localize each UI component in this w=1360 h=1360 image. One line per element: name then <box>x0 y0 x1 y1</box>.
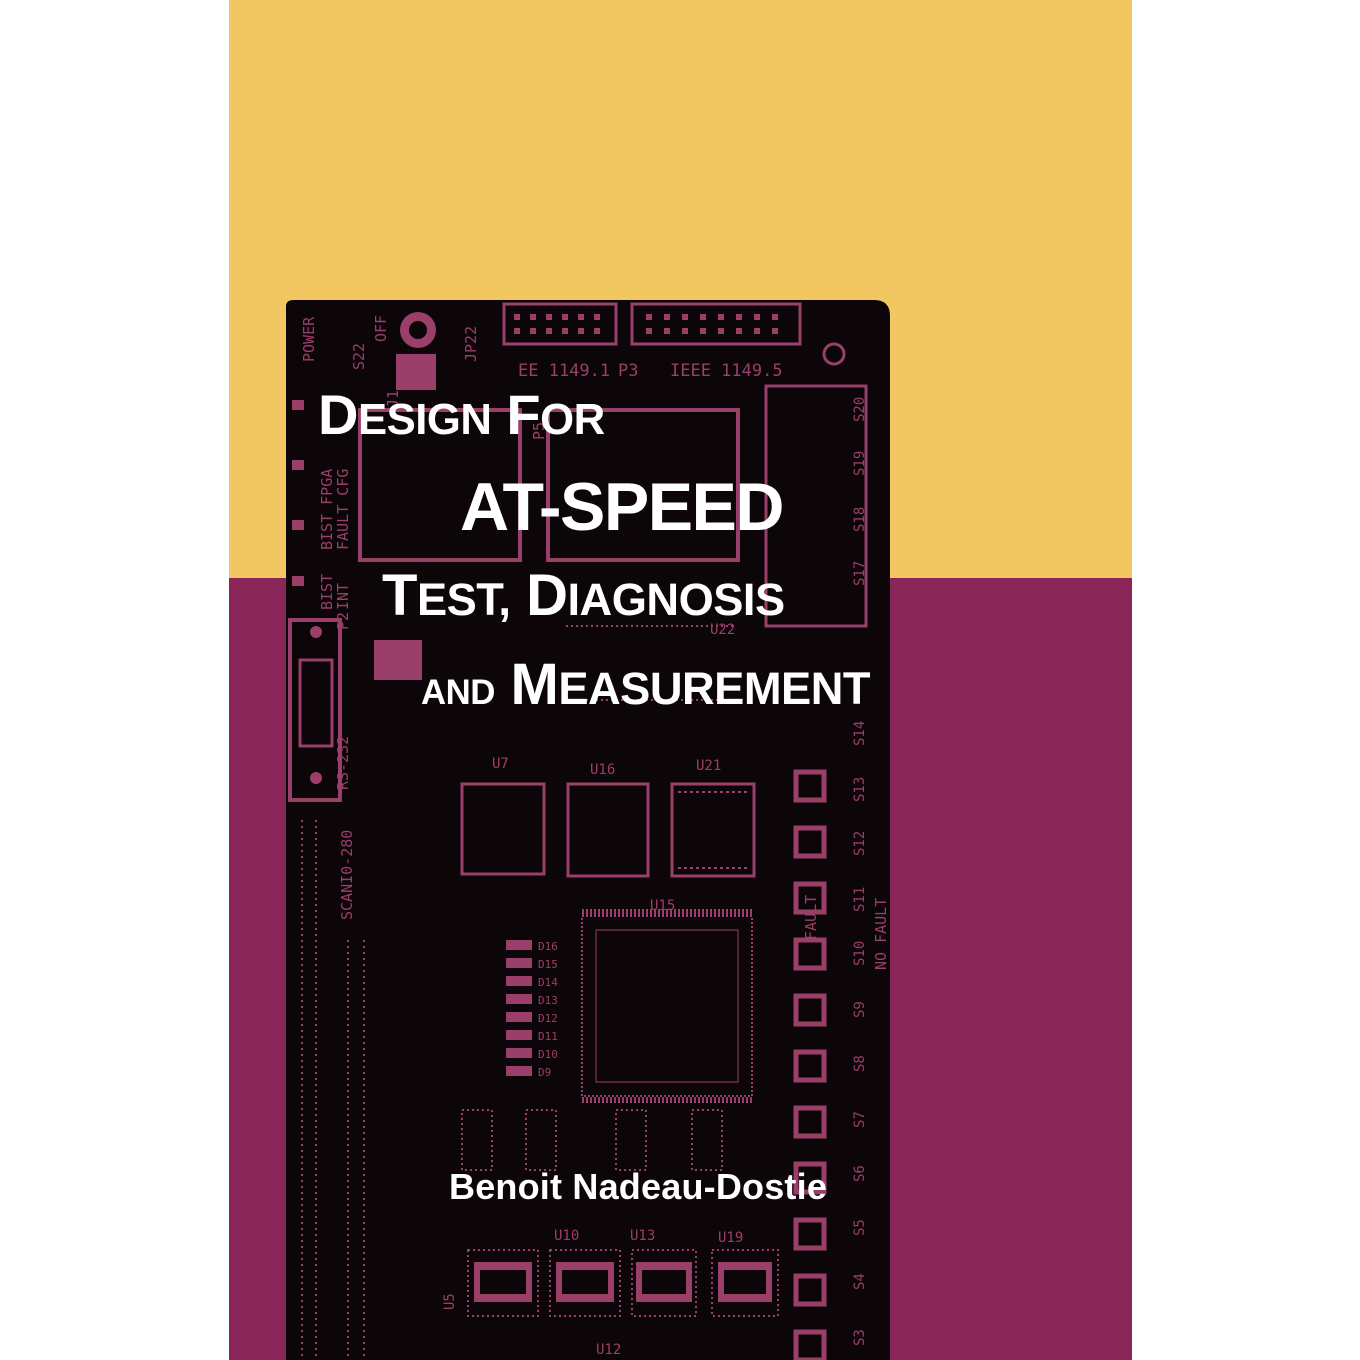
label-s11: S11 <box>852 887 868 912</box>
label-u21: U21 <box>696 758 721 774</box>
board-body <box>286 300 890 1360</box>
chip-u7 <box>460 782 546 876</box>
title-line-4: AND MEASUREMENT <box>421 652 871 717</box>
label-s8: S8 <box>852 1055 868 1072</box>
chip-small-p2 <box>374 640 422 680</box>
label-p5: P5 <box>530 422 548 440</box>
label-int: INT <box>334 583 352 610</box>
label-u22: U22 <box>710 622 735 638</box>
label-s6: S6 <box>852 1165 868 1182</box>
label-power: POWER <box>300 316 318 362</box>
label-s14: S14 <box>852 721 868 746</box>
label-u12: U12 <box>596 1342 621 1358</box>
label-d11: D11 <box>538 1030 558 1043</box>
label-s10: S10 <box>852 941 868 966</box>
title-line-2: AT-SPEED <box>460 469 785 545</box>
chip-fpga-left <box>358 408 522 562</box>
fault-switch-column <box>793 769 827 1360</box>
jtag-connector-1149-1 <box>502 302 618 346</box>
label-s12: S12 <box>852 831 868 856</box>
label-s20: S20 <box>852 397 868 422</box>
led-column <box>292 400 304 586</box>
lower-dip-chips <box>461 1109 779 1317</box>
label-p3: P3 <box>618 361 638 381</box>
label-u13: U13 <box>630 1228 655 1244</box>
label-u19: U19 <box>718 1230 743 1246</box>
label-scan: SCANI0-280 <box>338 830 356 920</box>
label-s4: S4 <box>852 1273 868 1290</box>
label-s18: S18 <box>852 507 868 532</box>
label-d13: D13 <box>538 994 558 1007</box>
label-s19: S19 <box>852 451 868 476</box>
label-bist-fpga: BIST FPGA <box>318 469 336 550</box>
label-s22: S22 <box>350 343 368 370</box>
rs232-connector <box>288 618 342 802</box>
label-u5: U5 <box>442 1293 458 1310</box>
book-title: DESIGN FOR AT-SPEED TEST, DIAGNOSIS AND … <box>229 0 1132 760</box>
label-fault-cfg: FAULT CFG <box>334 469 352 550</box>
label-u7: U7 <box>492 756 509 772</box>
label-s3: S3 <box>852 1329 868 1346</box>
label-ieee-1149-5: IEEE 1149.5 <box>670 361 783 381</box>
label-no-fault: NO FAULT <box>872 898 890 970</box>
chip-u16 <box>566 782 650 878</box>
label-d16: D16 <box>538 940 558 953</box>
label-d14: D14 <box>538 976 558 989</box>
circuit-board-image: POWER OFF S22 J1 JP22 BIST FPGA FAULT CF… <box>286 300 890 1360</box>
label-u10: U10 <box>554 1228 579 1244</box>
label-s13: S13 <box>852 777 868 802</box>
book-cover: POWER OFF S22 J1 JP22 BIST FPGA FAULT CF… <box>229 0 1132 1360</box>
author-name: Benoit Nadeau-Dostie <box>449 1166 828 1207</box>
mounting-hole <box>822 342 846 366</box>
label-d12: D12 <box>538 1012 558 1025</box>
label-u15: U15 <box>650 898 675 914</box>
title-line-3: TEST, DIAGNOSIS <box>382 563 785 628</box>
jtag-connector-1149-5 <box>630 302 802 346</box>
label-ieee-1149-1: EE 1149.1 <box>518 361 610 381</box>
led-bank-d <box>506 940 532 1076</box>
label-d9: D9 <box>538 1066 551 1079</box>
chip-u15 <box>581 915 753 1097</box>
title-line-1: DESIGN FOR <box>318 383 605 446</box>
label-d15: D15 <box>538 958 558 971</box>
edge-connector-pins <box>301 820 365 1360</box>
label-u16: U16 <box>590 762 615 778</box>
chip-u21 <box>670 782 756 878</box>
chip-fpga-right <box>546 408 740 562</box>
label-s7: S7 <box>852 1111 868 1128</box>
label-s5: S5 <box>852 1219 868 1236</box>
label-s9: S9 <box>852 1001 868 1018</box>
label-jp22: JP22 <box>462 326 480 362</box>
label-fault: FAULT <box>802 895 820 940</box>
label-s17: S17 <box>852 561 868 586</box>
label-d10: D10 <box>538 1048 558 1061</box>
label-bist: BIST <box>318 574 336 610</box>
label-j1: J1 <box>384 390 402 408</box>
label-off: OFF <box>372 315 390 342</box>
